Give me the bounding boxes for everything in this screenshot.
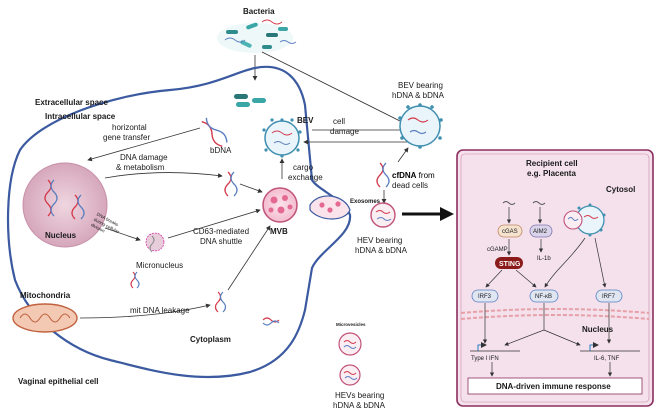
micronucleus-icon	[145, 232, 165, 253]
hgt-label-2: gene transfer	[103, 133, 150, 142]
irf3-node	[471, 289, 499, 303]
bev-bearing-vesicle-icon	[398, 103, 443, 149]
transfer-arrow	[402, 207, 454, 221]
il6-gene-track	[580, 342, 640, 352]
bacteria-cluster-icon	[217, 19, 297, 53]
hgt-label-1: horizontal	[112, 123, 147, 132]
irf7-label: IRF7	[602, 294, 616, 300]
aim2-label: AIM2	[533, 229, 548, 235]
vaginal-cell-label: Vaginal epithelial cell	[18, 377, 98, 386]
microvesicles-label: Microvesicles	[336, 322, 366, 327]
cargo-label-2: exchange	[288, 173, 323, 182]
cell-damage-label-2: damage	[330, 127, 359, 136]
nfkb-label: NF-κB	[535, 294, 552, 300]
bacteria-label: Bacteria	[243, 7, 275, 16]
cytoplasm-label: Cytoplasm	[190, 335, 231, 344]
dna-damage-label-2: & metabolism	[116, 163, 165, 172]
cd63-label-2: DNA shuttle	[200, 237, 243, 246]
nucleus-label: Nucleus	[45, 231, 77, 240]
immune-response-label: DNA-driven immune response	[496, 382, 611, 391]
cell-damage-label-1: cell	[333, 117, 345, 126]
dna-damage-label-1: DNA damage	[120, 153, 168, 162]
cytoplasm-dna-icon	[262, 317, 280, 326]
extracellular-label: Extracellular space	[35, 98, 108, 107]
small-dna-helix-icon	[130, 271, 140, 289]
bdna-label: bDNA	[210, 146, 232, 155]
cgas-node	[497, 224, 523, 238]
bev-vesicle-icon	[262, 118, 302, 158]
aim2-node	[529, 224, 553, 238]
immune-response-box	[467, 377, 643, 395]
bacterial-dna-fragments-icon	[234, 94, 266, 107]
nuclear-membrane	[460, 308, 650, 320]
microvesicle-icon	[338, 332, 362, 386]
mitochondria-icon	[12, 303, 78, 333]
exosome-release-icon	[309, 195, 351, 220]
hev-vesicle-icon	[370, 202, 396, 228]
nuclear-dna-helix-icon	[224, 171, 238, 197]
ifn-label: Type I IFN	[471, 356, 499, 362]
cd63-label-1: CD63-mediated	[193, 227, 249, 236]
intracellular-label: Intracellular space	[45, 112, 116, 121]
cgamp-label: cGAMP	[487, 247, 508, 253]
recipient-title-1: Recipient cell	[526, 159, 578, 168]
ifn-gene-track	[470, 342, 520, 352]
hevs-bearing-label-2: hDNA & bDNA	[333, 401, 386, 410]
il1b-label: IL-1b	[537, 256, 551, 262]
il6-label: IL-6, TNF	[594, 356, 620, 362]
recipient-bev-icon	[563, 203, 606, 237]
bdna-helix-icon	[201, 117, 228, 147]
sting-label: STING	[499, 261, 521, 268]
recipient-title-2: e.g. Placenta	[527, 169, 576, 178]
exosomes-label: Exosomes	[350, 199, 381, 205]
hev-bearing-label-1: HEV bearing	[357, 236, 402, 245]
mit-leak-label: mit DNA leakage	[130, 306, 190, 315]
micronucleus-label: Micronucleus	[136, 261, 183, 270]
cargo-label-1: cargo	[293, 163, 314, 172]
irf3-label: IRF3	[478, 294, 492, 300]
nucleus-icon	[22, 162, 108, 248]
cytosol-label: Cytosol	[606, 185, 635, 194]
recipient-nucleus-label: Nucleus	[582, 325, 614, 334]
dsb-label-3: division	[90, 222, 106, 234]
bev-bearing-label-2: hDNA & bDNA	[392, 91, 445, 100]
hev-bearing-label-2: hDNA & bDNA	[355, 246, 408, 255]
bev-bearing-label-1: BEV bearing	[398, 81, 443, 90]
hevs-bearing-label-1: HEVs bearing	[335, 391, 384, 400]
cgas-label: cGAS	[502, 229, 518, 235]
cfdna-helix-icon	[376, 162, 390, 188]
mit-dna-helix-icon	[214, 291, 227, 313]
recipient-dna-fragments-icon	[502, 201, 546, 205]
mvb-label: MVB	[270, 227, 288, 236]
nfkb-node	[529, 289, 559, 303]
bev-label: BEV	[297, 116, 314, 125]
mvb-icon	[262, 187, 298, 223]
sting-node	[495, 257, 523, 269]
irf7-node	[595, 289, 623, 303]
mitochondria-label: Mitochondria	[20, 291, 71, 300]
dsb-label-group: DNA breaks during cellular division	[90, 212, 120, 235]
cfdna-label-2: dead cells	[392, 181, 428, 190]
cfdna-label-1: cfDNA from	[392, 171, 435, 180]
